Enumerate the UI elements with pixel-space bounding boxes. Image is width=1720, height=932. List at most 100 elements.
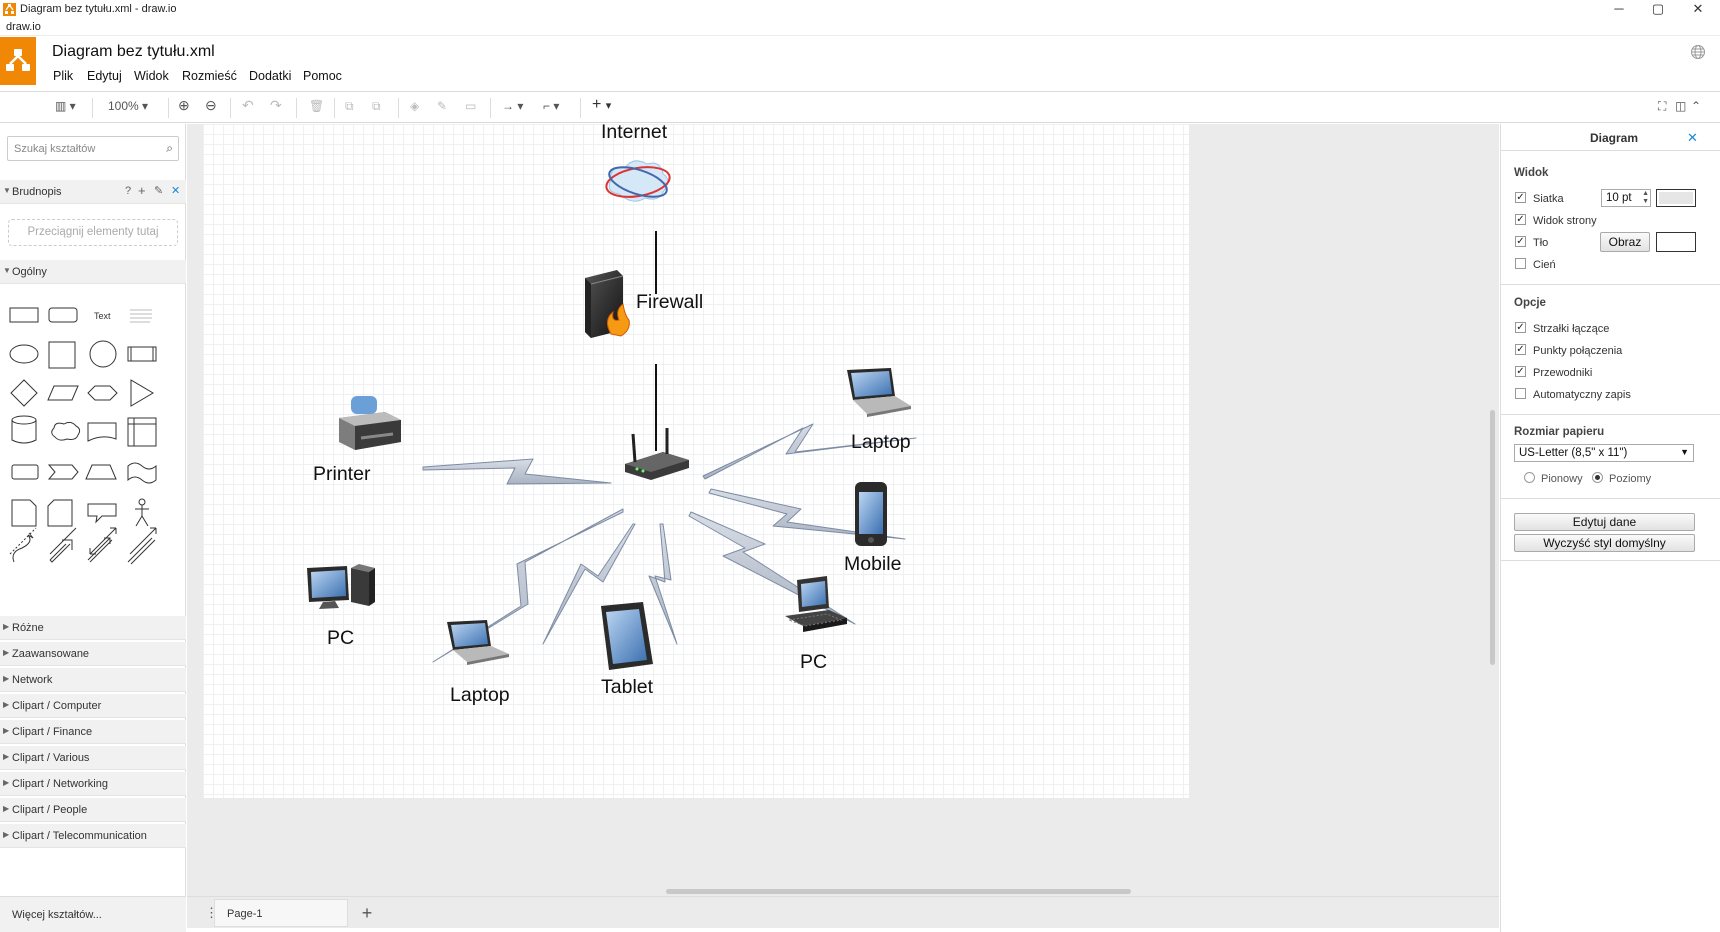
shape-diamond bbox=[10, 379, 38, 407]
scratchpad-dropzone[interactable]: Przeciągnij elementy tutaj bbox=[8, 219, 178, 246]
printer-icon bbox=[339, 396, 401, 450]
section-network[interactable]: ▶Network bbox=[0, 668, 186, 692]
split-panel-icon[interactable]: ◫ bbox=[1675, 99, 1687, 113]
section-label: Clipart / Computer bbox=[12, 700, 102, 712]
undo-icon[interactable]: ↶ bbox=[242, 97, 254, 113]
general-header[interactable]: ▼Ogólny bbox=[0, 260, 186, 284]
paper-size-value: US-Letter (8,5" x 11") bbox=[1519, 447, 1628, 459]
section-clipart-various[interactable]: ▶Clipart / Various bbox=[0, 746, 186, 770]
collapse-icon[interactable]: ⌃ bbox=[1691, 99, 1702, 113]
shape-internal-storage bbox=[11, 464, 39, 480]
menu-arrange[interactable]: Rozmieść bbox=[182, 69, 237, 83]
menu-help[interactable]: Pomoc bbox=[303, 69, 342, 83]
page-tab[interactable]: Page-1 bbox=[214, 899, 348, 927]
vertical-scrollbar[interactable] bbox=[1490, 410, 1495, 665]
fill-color-icon[interactable]: ◈ bbox=[410, 99, 420, 113]
help-icon[interactable]: ? bbox=[125, 185, 132, 197]
image-button[interactable]: Obraz bbox=[1600, 232, 1650, 252]
connection-points-checkbox[interactable]: ✓ bbox=[1515, 344, 1526, 355]
router-icon bbox=[625, 428, 689, 480]
menu-view[interactable]: Widok bbox=[134, 69, 169, 83]
background-label: Tło bbox=[1533, 237, 1549, 249]
section-clipart-networking[interactable]: ▶Clipart / Networking bbox=[0, 772, 186, 796]
edit-data-button[interactable]: Edytuj dane bbox=[1514, 513, 1695, 531]
section-clipart-computer[interactable]: ▶Clipart / Computer bbox=[0, 694, 186, 718]
shape-trapezoid bbox=[85, 464, 117, 480]
horizontal-scrollbar[interactable] bbox=[666, 889, 1131, 894]
section-label: Clipart / Various bbox=[12, 752, 90, 764]
background-checkbox[interactable]: ✓ bbox=[1515, 236, 1526, 247]
shape-document bbox=[87, 422, 117, 442]
shadow-icon[interactable]: ▭ bbox=[465, 99, 477, 113]
label-laptop-right: Laptop bbox=[851, 431, 911, 453]
zoom-in-icon[interactable]: ⊕ bbox=[178, 97, 190, 113]
app-header bbox=[0, 36, 1720, 91]
shapes-panel: Szukaj kształtów⌕ ▼Brudnopis ? + ✎ ✕ Prz… bbox=[0, 124, 186, 896]
format-panel-title: Diagram bbox=[1590, 131, 1639, 145]
section-label: Zaawansowane bbox=[12, 648, 90, 660]
general-shapes-grid[interactable]: Text bbox=[0, 290, 186, 580]
tablet-icon bbox=[601, 602, 653, 670]
shape-step bbox=[47, 464, 79, 480]
grid-size-value: 10 pt bbox=[1606, 192, 1632, 204]
guides-checkbox[interactable]: ✓ bbox=[1515, 366, 1526, 377]
line-shapes-row[interactable] bbox=[0, 520, 186, 560]
fullscreen-icon[interactable]: ⛶ bbox=[1658, 99, 1667, 113]
more-shapes-button[interactable]: Więcej kształtów... bbox=[0, 896, 186, 932]
paper-size-select[interactable]: US-Letter (8,5" x 11")▼ bbox=[1514, 444, 1694, 462]
app-menu[interactable]: draw.io bbox=[6, 21, 41, 33]
add-page-icon[interactable]: + bbox=[361, 903, 373, 923]
zoom-out-icon[interactable]: ⊖ bbox=[205, 97, 217, 113]
landscape-label: Poziomy bbox=[1609, 473, 1652, 485]
shape-cloud bbox=[51, 421, 81, 441]
document-title[interactable]: Diagram bez tytułu.xml bbox=[52, 43, 215, 60]
grid-color-swatch[interactable] bbox=[1656, 189, 1696, 207]
view-heading: Widok bbox=[1514, 167, 1549, 179]
clear-default-style-button[interactable]: Wyczyść styl domyślny bbox=[1514, 534, 1695, 552]
section-clipart-people[interactable]: ▶Clipart / People bbox=[0, 798, 186, 822]
search-shapes-input[interactable]: Szukaj kształtów⌕ bbox=[7, 136, 179, 161]
shadow-checkbox[interactable] bbox=[1515, 258, 1526, 269]
minimize-button[interactable]: ─ bbox=[1614, 1, 1624, 16]
menu-extras[interactable]: Dodatki bbox=[249, 69, 292, 83]
grid-checkbox[interactable]: ✓ bbox=[1515, 192, 1526, 203]
portrait-radio[interactable] bbox=[1524, 472, 1535, 483]
shape-process bbox=[127, 346, 157, 362]
diagram-page[interactable] bbox=[203, 124, 1189, 798]
delete-icon[interactable]: 🗑 bbox=[309, 99, 325, 113]
to-front-icon[interactable]: ⧉ bbox=[345, 99, 354, 113]
format-panel-toggle-icon[interactable]: ▥ ▾ bbox=[55, 99, 76, 113]
edit-pencil-icon[interactable]: ✎ bbox=[154, 185, 164, 197]
section-clipart-finance[interactable]: ▶Clipart / Finance bbox=[0, 720, 186, 744]
section-clipart-telecommunication[interactable]: ▶Clipart / Telecommunication bbox=[0, 824, 186, 848]
page-view-checkbox[interactable]: ✓ bbox=[1515, 214, 1526, 225]
close-icon[interactable]: ✕ bbox=[1687, 130, 1698, 145]
waypoints-icon[interactable]: ⌐ ▾ bbox=[543, 99, 560, 113]
window-menubar: draw.io bbox=[0, 20, 1720, 36]
background-color-swatch[interactable] bbox=[1656, 232, 1696, 252]
line-color-icon[interactable]: ✎ bbox=[437, 99, 448, 113]
close-icon[interactable]: ✕ bbox=[171, 185, 181, 197]
section-advanced[interactable]: ▶Zaawansowane bbox=[0, 642, 186, 666]
language-globe-icon[interactable] bbox=[1690, 44, 1706, 60]
autosave-checkbox[interactable] bbox=[1515, 388, 1526, 399]
close-window-button[interactable]: ✕ bbox=[1692, 1, 1704, 16]
menu-edit[interactable]: Edytuj bbox=[87, 69, 122, 83]
wireless-link-mobile bbox=[708, 488, 906, 540]
grid-size-input[interactable]: 10 pt▲▼ bbox=[1601, 189, 1651, 207]
add-icon[interactable]: + bbox=[138, 183, 146, 198]
menu-file[interactable]: Plik bbox=[53, 69, 74, 83]
section-misc[interactable]: ▶Różne bbox=[0, 616, 186, 640]
scratchpad-header[interactable]: ▼Brudnopis ? + ✎ ✕ bbox=[0, 180, 186, 204]
label-pc-left: PC bbox=[327, 627, 354, 649]
maximize-button[interactable]: ▢ bbox=[1651, 1, 1665, 16]
zoom-select[interactable]: 100% ▾ bbox=[108, 99, 149, 113]
to-back-icon[interactable]: ⧉ bbox=[372, 99, 381, 113]
connection-style-icon[interactable]: → ▾ bbox=[502, 99, 524, 113]
shape-curve bbox=[12, 534, 31, 563]
network-diagram[interactable]: Internet Firewall Printer Laptop Mobile … bbox=[203, 124, 1189, 798]
insert-plus-icon[interactable]: + ▾ bbox=[592, 96, 612, 113]
redo-icon[interactable]: ↷ bbox=[270, 97, 282, 113]
connection-arrows-checkbox[interactable]: ✓ bbox=[1515, 322, 1526, 333]
landscape-radio[interactable] bbox=[1592, 472, 1603, 483]
